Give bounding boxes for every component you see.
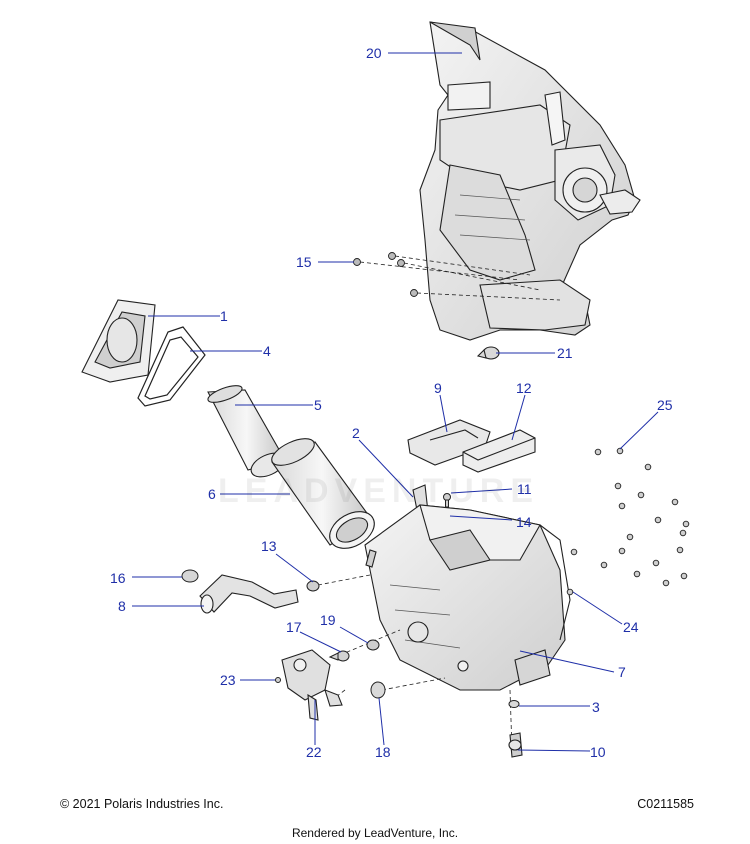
clamp-part-21[interactable] — [476, 346, 500, 360]
callout-7[interactable]: 7 — [618, 664, 626, 680]
callout-3[interactable]: 3 — [592, 699, 600, 715]
callout-1[interactable]: 1 — [220, 308, 228, 324]
screw-field-25[interactable] — [566, 447, 690, 596]
grommet-part-19[interactable] — [366, 639, 380, 651]
callout-14[interactable]: 14 — [516, 514, 532, 530]
callout-23[interactable]: 23 — [220, 672, 236, 688]
fitting-part-17[interactable] — [328, 650, 350, 662]
screw-part-23[interactable] — [275, 677, 281, 683]
lower-airbox-part-7[interactable] — [364, 504, 571, 691]
valve-part-22[interactable] — [281, 649, 343, 721]
callout-8[interactable]: 8 — [118, 598, 126, 614]
callout-16[interactable]: 16 — [110, 570, 126, 586]
callout-11[interactable]: 11 — [517, 481, 532, 497]
callout-18[interactable]: 18 — [375, 744, 391, 760]
washer-part-3[interactable] — [508, 700, 520, 708]
filter-frame-part-1[interactable] — [81, 299, 156, 383]
drain-plug-part-10[interactable] — [508, 732, 523, 758]
callout-4[interactable]: 4 — [263, 343, 271, 359]
callout-17[interactable]: 17 — [286, 619, 302, 635]
foam-pad-part-12[interactable] — [462, 429, 536, 473]
bolt-part-11[interactable] — [443, 493, 451, 508]
watermark: LEADVENTURE — [218, 472, 540, 510]
rendered-by-text: Rendered by LeadVenture, Inc. — [291, 826, 459, 840]
callout-20[interactable]: 20 — [366, 45, 382, 61]
diagram-code: C0211585 — [637, 797, 694, 811]
callout-22[interactable]: 22 — [306, 744, 322, 760]
callout-13[interactable]: 13 — [261, 538, 277, 554]
callout-10[interactable]: 10 — [590, 744, 606, 760]
screw-group-upper[interactable] — [353, 252, 418, 297]
screw-dashed-lines — [359, 255, 561, 301]
callout-19[interactable]: 19 — [320, 612, 336, 628]
callout-25[interactable]: 25 — [657, 397, 673, 413]
callout-21[interactable]: 21 — [557, 345, 573, 361]
leader-lines — [132, 52, 659, 752]
callout-5[interactable]: 5 — [314, 397, 322, 413]
parts-diagram — [81, 21, 690, 758]
clamp-part-13[interactable] — [306, 580, 320, 592]
upper-airbox-assembly[interactable] — [419, 21, 641, 341]
clamp-part-16[interactable] — [181, 569, 199, 583]
hose-part-8[interactable] — [199, 574, 299, 614]
filter-sleeve-part-6[interactable] — [268, 433, 381, 556]
copyright-text: © 2021 Polaris Industries Inc. — [60, 797, 224, 811]
callout-9[interactable]: 9 — [434, 380, 442, 396]
callout-2[interactable]: 2 — [352, 425, 360, 441]
callout-12[interactable]: 12 — [516, 380, 532, 396]
callout-15[interactable]: 15 — [296, 254, 312, 270]
callout-24[interactable]: 24 — [623, 619, 639, 635]
seal-part-4[interactable] — [137, 326, 206, 407]
grommet-part-18[interactable] — [370, 681, 386, 699]
callout-6[interactable]: 6 — [208, 486, 216, 502]
